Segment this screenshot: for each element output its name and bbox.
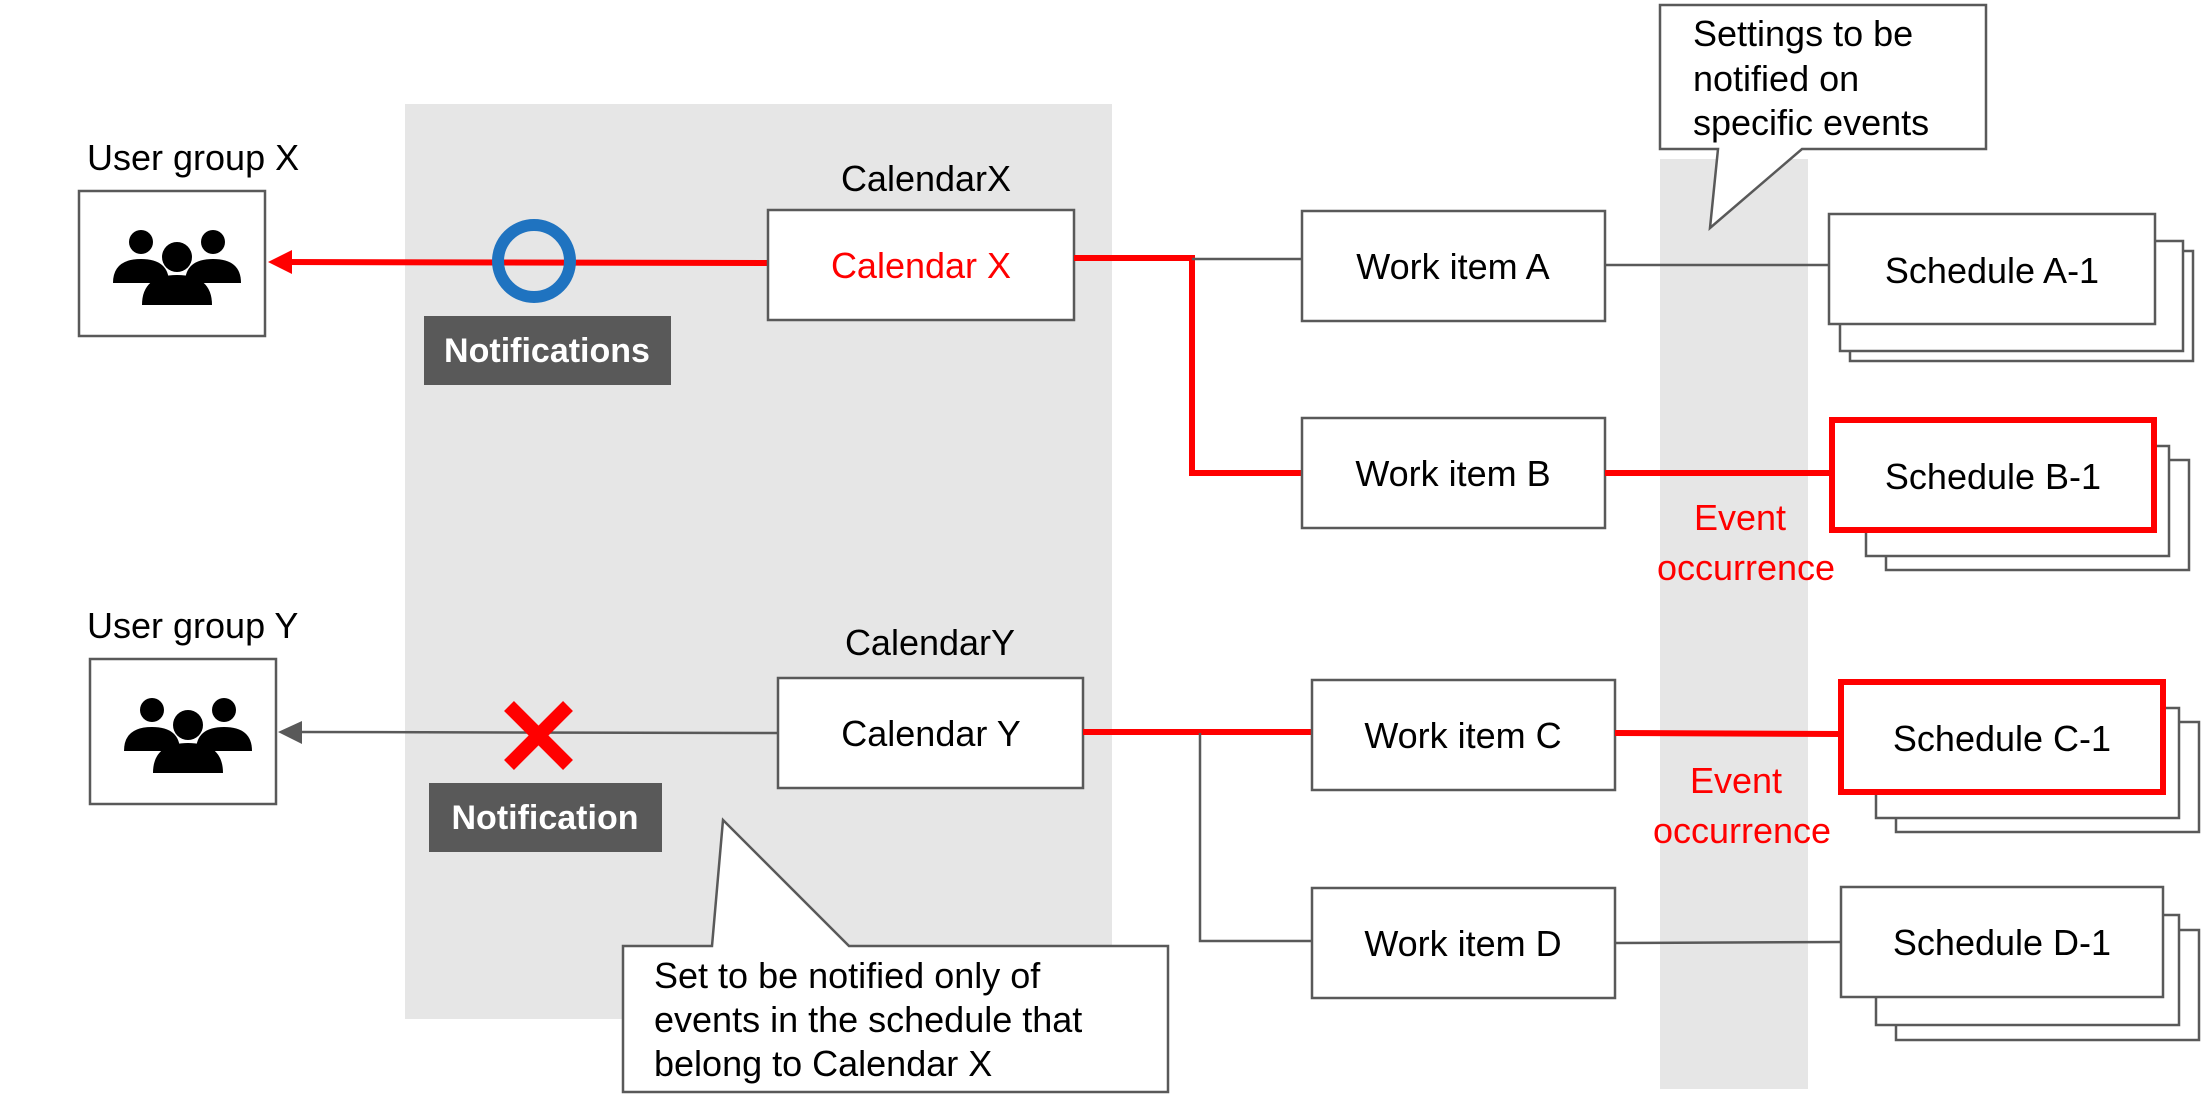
work-item-c-label: Work item C — [1364, 715, 1561, 756]
callout-top-line-1: Settings to be — [1693, 13, 1913, 54]
notification-badge-text: Notification — [452, 799, 639, 837]
calendar-y-box — [776, 676, 1085, 790]
schedule-a1-box — [1827, 212, 2157, 326]
cross-icon — [504, 701, 573, 770]
work-item-a-label: Work item A — [1356, 246, 1549, 287]
calendar-x-caption: CalendarX — [841, 158, 1011, 199]
link-d-to-schedule-d1 — [1614, 940, 1842, 945]
work-item-d-box — [1310, 886, 1617, 1000]
notify-arrow-x — [282, 259, 769, 266]
link-y-to-d — [1198, 733, 1312, 943]
notification-badge — [429, 783, 662, 852]
calendar-y-label: Calendar Y — [841, 713, 1020, 754]
callout-bottom-line-2: events in the schedule that — [654, 999, 1082, 1040]
event-label-c-line1: Event — [1690, 760, 1782, 801]
event-panel — [1660, 159, 1808, 1089]
schedule-d1-box — [1839, 885, 2165, 999]
callout-top-line-2: notified on — [1693, 58, 1859, 99]
users-icon — [124, 698, 252, 773]
user-group-x-label: User group X — [87, 137, 299, 178]
red-link-c-to-schedule-c1 — [1614, 730, 1842, 737]
calendar-x-label: Calendar X — [831, 245, 1011, 286]
event-label-b-line2: occurrence — [1657, 547, 1835, 588]
callout-bottom — [621, 817, 1170, 1094]
red-link-x-to-b — [1074, 255, 1302, 476]
event-label-c-line2: occurrence — [1653, 810, 1831, 851]
arrowhead-y — [278, 721, 302, 744]
callout-top — [1658, 3, 1988, 231]
work-item-b-box — [1300, 416, 1607, 530]
callout-bottom-line-3: belong to Calendar X — [654, 1043, 992, 1084]
calendar-y-caption: CalendarY — [845, 622, 1015, 663]
calendar-x-box — [766, 208, 1076, 322]
user-group-y-label: User group Y — [87, 605, 298, 646]
notifications-badge — [424, 316, 671, 385]
callout-bottom-line-1: Set to be notified only of — [654, 955, 1041, 996]
event-label-b-line1: Event — [1694, 497, 1786, 538]
schedule-c1-label: Schedule C-1 — [1893, 718, 2111, 759]
arrowhead-x — [268, 250, 292, 274]
notifications-badge-text: Notifications — [444, 332, 650, 370]
users-icon — [113, 230, 241, 305]
work-item-c-box — [1310, 678, 1617, 792]
schedule-d1-label: Schedule D-1 — [1893, 922, 2111, 963]
schedule-b1-box — [1829, 417, 2157, 533]
callout-top-line-3: specific events — [1693, 102, 1929, 143]
schedule-b1-label: Schedule B-1 — [1885, 456, 2101, 497]
work-item-b-label: Work item B — [1355, 453, 1550, 494]
circle-icon — [492, 219, 576, 303]
work-item-a-box — [1300, 209, 1607, 323]
work-item-d-label: Work item D — [1364, 923, 1561, 964]
schedule-a1-label: Schedule A-1 — [1885, 250, 2099, 291]
schedule-c1-box — [1838, 679, 2166, 795]
